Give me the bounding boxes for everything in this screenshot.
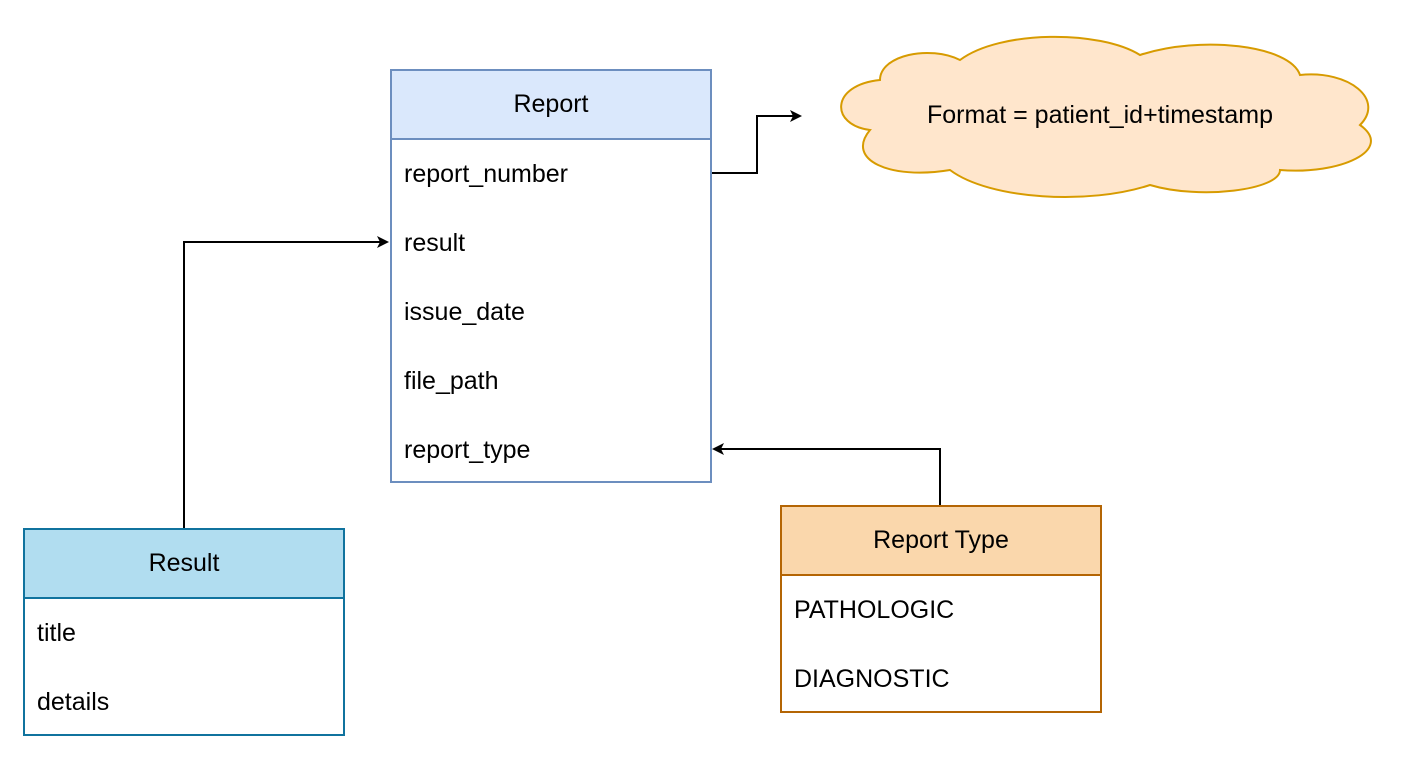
report-type-entity-title: Report Type [873, 526, 1009, 554]
report-entity-title: Report [513, 90, 589, 118]
report-field-file-path[interactable]: file_path [404, 367, 499, 395]
edge-report-type-to-report [712, 443, 941, 506]
report-field-report-type[interactable]: report_type [404, 436, 531, 464]
result-field-details[interactable]: details [37, 688, 110, 716]
report-entity[interactable]: Report report_number result issue_date f… [390, 69, 712, 483]
result-field-title[interactable]: title [37, 619, 76, 647]
report-field-report-number[interactable]: report_number [404, 160, 568, 188]
edge-result-to-report [183, 236, 389, 528]
note-text: Format = patient_id+timestamp [927, 100, 1273, 129]
note-cloud-shape [840, 35, 1372, 198]
report-entity-header: Report [392, 71, 710, 140]
result-entity-title: Result [148, 549, 220, 577]
report-type-entity-header: Report Type [782, 507, 1100, 576]
report-field-result[interactable]: result [404, 229, 466, 257]
report-type-field-diagnostic[interactable]: DIAGNOSTIC [794, 665, 950, 693]
report-field-issue-date[interactable]: issue_date [404, 298, 525, 326]
report-type-entity[interactable]: Report Type PATHOLOGIC DIAGNOSTIC [780, 505, 1102, 713]
result-entity-header: Result [25, 530, 343, 599]
edge-report-number-to-note [711, 110, 802, 174]
report-type-field-pathologic[interactable]: PATHOLOGIC [794, 596, 955, 624]
result-entity[interactable]: Result title details [23, 528, 345, 736]
